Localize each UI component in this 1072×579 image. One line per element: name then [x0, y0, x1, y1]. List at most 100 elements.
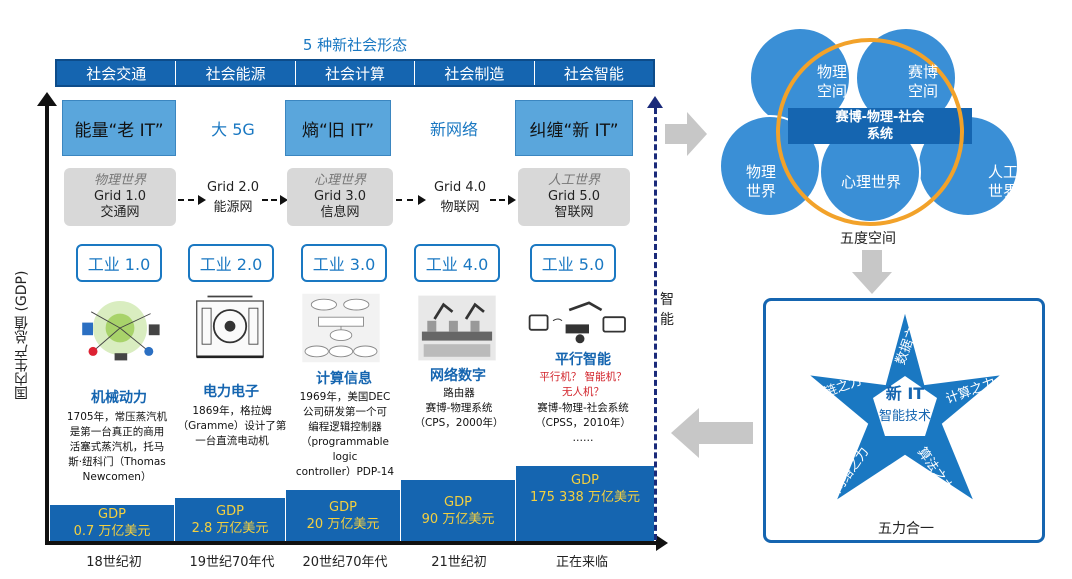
gdp-block-5: GDP 175 338 万亿美元 — [516, 466, 654, 541]
grid-world-label: 物理世界 — [93, 173, 146, 188]
desc-line: 活塞式蒸汽机，托马 — [69, 441, 165, 453]
era-cell-transport: 社会交通 — [57, 61, 177, 85]
label-physical-space: 物理 空间 — [802, 62, 862, 102]
center-title: 新 IT — [885, 384, 925, 403]
desc-line: controller）PDP-14 — [295, 466, 395, 478]
grid-arrow-1 — [178, 195, 206, 205]
timeline-label-1: 18世纪初 — [86, 554, 142, 570]
desc-line: 1969年，美国DEC — [299, 391, 391, 403]
era-name-computing: 计算信息 — [316, 371, 372, 387]
grid-world-label: 心理世界 — [313, 173, 366, 188]
y-axis-arrow — [37, 92, 57, 106]
intelligence-axis-label: 智能 — [660, 292, 674, 328]
plc-diagram-illustration — [302, 293, 380, 363]
it-label-new-network: 新网络 — [429, 120, 478, 139]
label-artificial-world: 人工 世界 — [978, 162, 1028, 202]
era-name-electric: 电力电子 — [203, 384, 259, 400]
industry-5-box: 工业 5.0 — [530, 244, 616, 282]
gdp-label: GDP — [444, 494, 472, 510]
parallel-intelligence-illustration — [528, 301, 626, 344]
desc-line: 斯·纽科门（Thomas — [68, 456, 166, 468]
network-factory-illustration — [418, 295, 496, 361]
desc-line: Newcomen） — [82, 471, 152, 483]
gdp-label: GDP — [329, 499, 357, 515]
era-desc-mechanical: 1705年，常压蒸汽机 是第一台真正的商用 活塞式蒸汽机，托马 斯·纽科门（Th… — [56, 410, 178, 485]
grid-arrow-2 — [262, 195, 288, 205]
label-cyber-space: 赛博 空间 — [893, 62, 953, 102]
down-arrow-icon — [852, 250, 892, 294]
grid-plain-4: Grid 4.0 物联网 — [422, 172, 498, 224]
banner-line: 系统 — [866, 127, 893, 142]
grid-arrow-3 — [396, 195, 426, 205]
era-bar: 社会交通 社会能源 社会计算 社会制造 社会智能 — [55, 59, 655, 87]
it-box-entropy: 熵“旧 IT” — [285, 100, 391, 156]
grid-arrow-4 — [490, 195, 516, 205]
grid-network: 信息网 — [320, 205, 360, 220]
five-forces-caption: 五力合一 — [878, 521, 934, 537]
era-cell-intelligence: 社会智能 — [563, 64, 624, 83]
era-cell-energy: 社会能源 — [176, 61, 296, 85]
label-line: 物理 — [745, 163, 776, 181]
gdp-value: 20 万亿美元 — [306, 516, 380, 532]
gdp-value: 175 338 万亿美元 — [530, 490, 640, 505]
industry-1-box: 工业 1.0 — [76, 244, 162, 282]
label-line: 世界 — [745, 182, 776, 200]
era-name-network: 网络数字 — [430, 368, 486, 384]
right-arrow-icon — [665, 112, 707, 156]
desc-line: …… — [572, 432, 594, 444]
banner-line: 赛博-物理-社会 — [835, 110, 925, 125]
gdp-value: 90 万亿美元 — [421, 511, 495, 527]
mechanical-power-illustration — [82, 301, 160, 361]
it-label-5g: 大 5G — [211, 120, 255, 139]
five-space-caption: 五度空间 — [840, 231, 896, 247]
label-mental-world: 心理世界 — [840, 172, 901, 191]
timeline-label-5: 正在来临 — [555, 554, 608, 570]
desc-line: 路由器 — [443, 387, 475, 399]
gdp-block-1: GDP 0.7 万亿美元 — [50, 505, 174, 541]
cps-banner — [788, 108, 972, 144]
desc-line: 1705年，常压蒸汽机 — [66, 411, 168, 423]
industry-2-box: 工业 2.0 — [188, 244, 274, 282]
gdp-block-4: GDP 90 万亿美元 — [401, 480, 515, 541]
grid-network: 智联网 — [554, 205, 594, 220]
timeline-label-3: 20世纪70年代 — [302, 554, 388, 570]
grid-box-1: 物理世界 Grid 1.0 交通网 — [64, 168, 176, 226]
desc-line: 公司研发第一个可 — [303, 406, 387, 418]
desc-line: （Gramme）设计了第 — [177, 420, 287, 432]
industry-4-box: 工业 4.0 — [414, 244, 500, 282]
top-title: 5 种新社会形态 — [302, 35, 408, 54]
era-desc-electric: 1869年，格拉姆 （Gramme）设计了第 一台直流电动机 — [176, 404, 288, 449]
desc-line: 1869年，格拉姆 — [192, 405, 272, 417]
grid-version: Grid 4.0 — [433, 180, 487, 195]
five-forces-star — [803, 306, 1007, 505]
grid-version: Grid 1.0 — [93, 189, 147, 204]
era-cell-computing: 社会计算 — [296, 61, 416, 85]
label-line: 赛博 — [907, 63, 938, 81]
y-axis — [45, 98, 49, 543]
label-line: 空间 — [816, 82, 847, 100]
label-line: 空间 — [907, 82, 938, 100]
industry-3-box: 工业 3.0 — [301, 244, 387, 282]
grid-network: 物联网 — [440, 200, 480, 215]
five-space-diagram — [719, 27, 1018, 226]
desc-line: （CPSS，2010年） — [535, 417, 631, 429]
grid-box-5: 人工世界 Grid 5.0 智联网 — [518, 168, 630, 226]
label-line: 人工 — [987, 163, 1018, 181]
gdp-label: GDP — [216, 503, 244, 519]
y-axis-label: 国内生产总值 (GDP) — [14, 270, 30, 400]
question-line: 无人机？ — [562, 386, 604, 398]
intelligence-axis — [654, 108, 657, 540]
desc-line: 编程逻辑控制器 — [308, 421, 382, 433]
five-forces-frame — [763, 298, 1045, 543]
label-line: 物理 — [816, 63, 847, 81]
x-axis-arrow — [656, 535, 668, 551]
era-name-parallel: 平行智能 — [555, 352, 611, 368]
gdp-block-3: GDP 20 万亿美元 — [286, 490, 400, 541]
gdp-value: 2.8 万亿美元 — [191, 520, 269, 536]
label-line: 世界 — [987, 182, 1018, 200]
timeline-label-4: 21世纪初 — [431, 554, 487, 570]
dc-motor-illustration — [196, 295, 264, 359]
center-subtitle: 智能技术 — [878, 408, 931, 424]
it-box-entangled: 纠缠“新 IT” — [515, 100, 633, 156]
grid-world-label: 人工世界 — [547, 173, 600, 188]
